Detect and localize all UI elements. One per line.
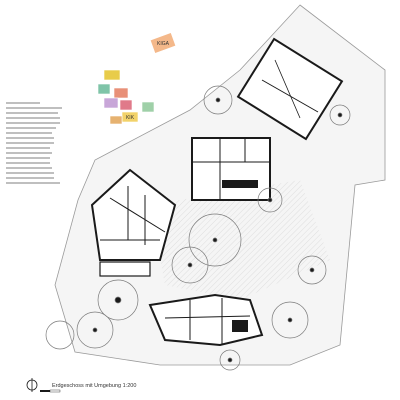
- building-south: [148, 293, 264, 347]
- legend-block-label: KIGA: [157, 41, 170, 47]
- legend-blocks: KIGA KIK: [97, 32, 177, 125]
- scale-bar: [40, 389, 61, 393]
- legend-block: [141, 101, 155, 113]
- legend-block: [109, 115, 123, 125]
- plan-caption: Erdgeschoss mit Umgebung 1:200: [52, 383, 136, 389]
- legend-block-label: KIK: [126, 115, 135, 121]
- north-arrow-icon: [26, 378, 38, 392]
- building-centre: [191, 137, 271, 201]
- legend-block: [97, 83, 111, 95]
- legend-block: [119, 99, 133, 111]
- legend-block: [103, 69, 121, 81]
- trees: [45, 85, 351, 371]
- legend-text-lines: [6, 102, 62, 184]
- paving-area: [150, 180, 330, 300]
- building-north-east: [236, 37, 344, 141]
- building-west: [90, 168, 177, 277]
- legend-block: [149, 32, 177, 54]
- legend-block: [113, 87, 129, 99]
- legend-block: [103, 97, 119, 109]
